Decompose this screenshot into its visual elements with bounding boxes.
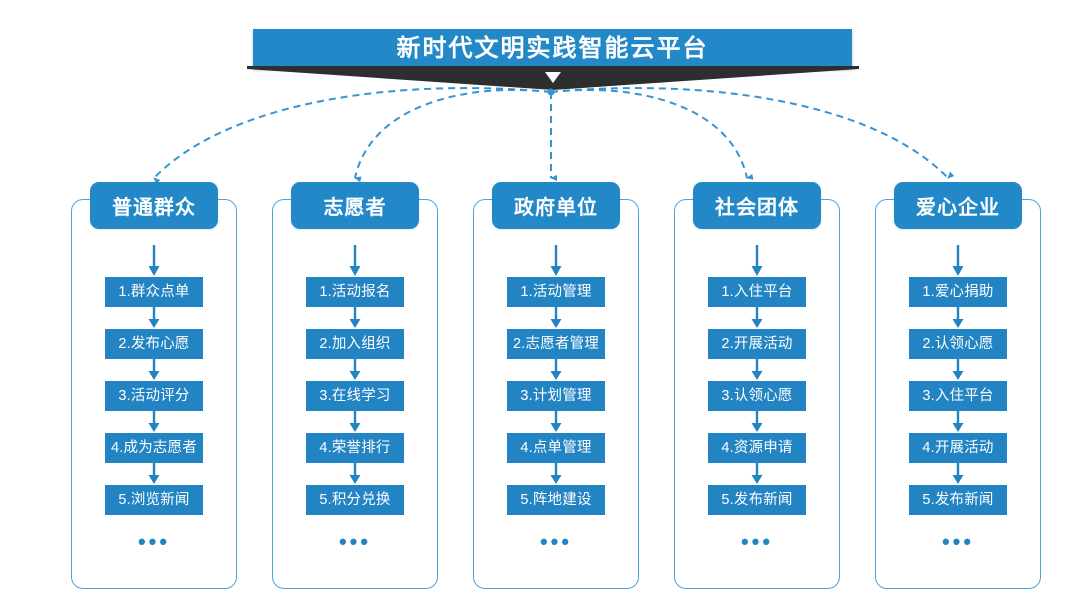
step-item[interactable]: 5.积分兑换	[306, 485, 404, 515]
step-item[interactable]: 5.浏览新闻	[105, 485, 203, 515]
step-item[interactable]: 1.入住平台	[708, 277, 806, 307]
step-item[interactable]: 2.开展活动	[708, 329, 806, 359]
flow-arrow-icon	[148, 359, 160, 380]
flow-arrow-icon	[349, 245, 361, 276]
flow-arrow-icon	[952, 359, 964, 380]
more-items-ellipsis: •••	[740, 529, 774, 554]
chevron-down-icon	[545, 72, 561, 83]
platform-title-bar: 新时代文明实践智能云平台	[253, 29, 852, 68]
step-item[interactable]: 1.爱心捐助	[909, 277, 1007, 307]
step-item[interactable]: 3.活动评分	[105, 381, 203, 411]
step-item[interactable]: 5.发布新闻	[909, 485, 1007, 515]
role-column-5: 爱心企业 1.爱心捐助 2.认领心愿 3.入住平台 4.开展活动 5.发布新闻 •••	[875, 182, 1041, 589]
step-item[interactable]: 2.发布心愿	[105, 329, 203, 359]
flow-arrow-icon	[751, 411, 763, 432]
step-item[interactable]: 4.资源申请	[708, 433, 806, 463]
role-column-2: 志愿者 1.活动报名 2.加入组织 3.在线学习 4.荣誉排行 5.积分兑换 •••	[272, 182, 438, 589]
flow-arrow-icon	[751, 307, 763, 328]
role-step-list: 1.活动报名 2.加入组织 3.在线学习 4.荣誉排行 5.积分兑换 •••	[272, 245, 438, 553]
page-title: 新时代文明实践智能云平台	[396, 34, 709, 62]
step-item[interactable]: 2.志愿者管理	[507, 329, 605, 359]
flow-arrow-icon	[349, 463, 361, 484]
role-column-header[interactable]: 政府单位	[492, 182, 620, 229]
banner-ribbon-fold	[247, 66, 859, 90]
role-step-list: 1.群众点单 2.发布心愿 3.活动评分 4.成为志愿者 5.浏览新闻 •••	[71, 245, 237, 553]
step-item[interactable]: 4.点单管理	[507, 433, 605, 463]
more-items-ellipsis: •••	[941, 529, 975, 554]
role-column-header[interactable]: 爱心企业	[894, 182, 1022, 229]
flow-arrow-icon	[952, 411, 964, 432]
step-item[interactable]: 3.计划管理	[507, 381, 605, 411]
flow-arrow-icon	[952, 463, 964, 484]
flow-arrow-icon	[148, 463, 160, 484]
flow-arrow-icon	[751, 359, 763, 380]
step-item[interactable]: 1.活动报名	[306, 277, 404, 307]
flow-arrow-icon	[751, 245, 763, 276]
step-item[interactable]: 1.活动管理	[507, 277, 605, 307]
more-items-ellipsis: •••	[137, 529, 171, 554]
flow-arrow-icon	[952, 307, 964, 328]
flow-arrow-icon	[550, 411, 562, 432]
flow-arrow-icon	[349, 411, 361, 432]
role-column-header[interactable]: 普通群众	[90, 182, 218, 229]
role-column-header[interactable]: 社会团体	[693, 182, 821, 229]
flow-arrow-icon	[148, 245, 160, 276]
step-item[interactable]: 2.加入组织	[306, 329, 404, 359]
platform-title-banner: 新时代文明实践智能云平台	[253, 29, 852, 68]
flow-arrow-icon	[349, 307, 361, 328]
flow-arrow-icon	[148, 411, 160, 432]
step-item[interactable]: 3.在线学习	[306, 381, 404, 411]
flow-arrow-icon	[751, 463, 763, 484]
flow-arrow-icon	[550, 359, 562, 380]
step-item[interactable]: 4.成为志愿者	[105, 433, 203, 463]
flow-arrow-icon	[550, 245, 562, 276]
flow-arrow-icon	[550, 307, 562, 328]
step-item[interactable]: 5.阵地建设	[507, 485, 605, 515]
flow-arrow-icon	[550, 463, 562, 484]
step-item[interactable]: 3.入住平台	[909, 381, 1007, 411]
more-items-ellipsis: •••	[539, 529, 573, 554]
flow-arrow-icon	[148, 307, 160, 328]
flow-arrow-icon	[349, 359, 361, 380]
more-items-ellipsis: •••	[338, 529, 372, 554]
role-column-3: 政府单位 1.活动管理 2.志愿者管理 3.计划管理 4.点单管理 5.阵地建设 •••	[473, 182, 639, 589]
role-column-header[interactable]: 志愿者	[291, 182, 419, 229]
role-step-list: 1.爱心捐助 2.认领心愿 3.入住平台 4.开展活动 5.发布新闻 •••	[875, 245, 1041, 553]
role-column-4: 社会团体 1.入住平台 2.开展活动 3.认领心愿 4.资源申请 5.发布新闻 •••	[674, 182, 840, 589]
step-item[interactable]: 2.认领心愿	[909, 329, 1007, 359]
step-item[interactable]: 4.荣誉排行	[306, 433, 404, 463]
step-item[interactable]: 4.开展活动	[909, 433, 1007, 463]
step-item[interactable]: 5.发布新闻	[708, 485, 806, 515]
role-column-1: 普通群众 1.群众点单 2.发布心愿 3.活动评分 4.成为志愿者 5.浏览新闻 •••	[71, 182, 237, 589]
flow-arrow-icon	[952, 245, 964, 276]
role-step-list: 1.入住平台 2.开展活动 3.认领心愿 4.资源申请 5.发布新闻 •••	[674, 245, 840, 553]
step-item[interactable]: 1.群众点单	[105, 277, 203, 307]
step-item[interactable]: 3.认领心愿	[708, 381, 806, 411]
role-step-list: 1.活动管理 2.志愿者管理 3.计划管理 4.点单管理 5.阵地建设 •••	[473, 245, 639, 553]
